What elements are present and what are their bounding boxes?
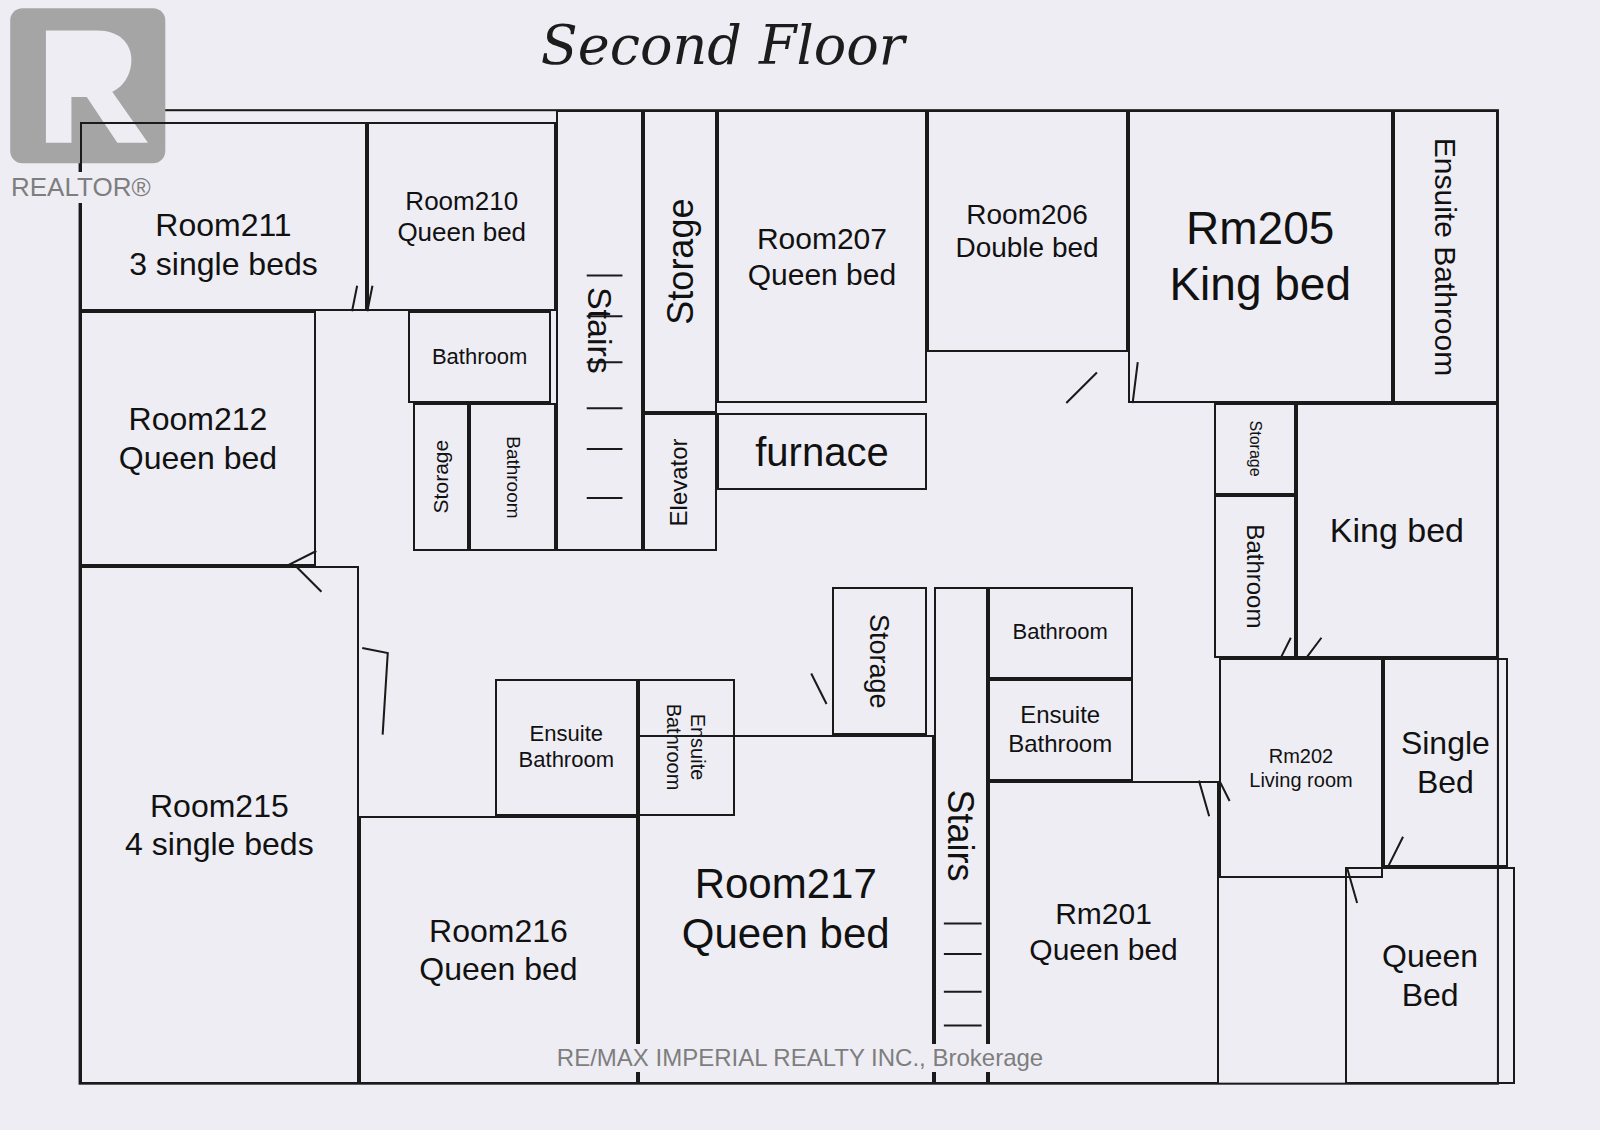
room-label: Double bed <box>955 231 1098 265</box>
room-label: Storage <box>1246 421 1265 477</box>
room-label: Stairs <box>579 287 620 374</box>
logo-square <box>10 8 165 163</box>
room-box: Ensuite Bathroom <box>638 679 735 817</box>
room-box: Storage <box>832 587 927 735</box>
room-box: Storage <box>1214 403 1296 495</box>
room-box: Room207Queen bed <box>717 110 926 403</box>
room-box: Bathroom <box>408 311 551 403</box>
plan-title: Second Floor <box>541 14 905 77</box>
rotated-text: Ensuite Bathroom <box>1427 117 1463 396</box>
room-label: Elevator <box>666 438 695 526</box>
room-box: King bed <box>1296 403 1498 658</box>
room-label: Queen bed <box>119 439 277 477</box>
room-label: Stairs <box>939 789 982 881</box>
room-box: Ensuite Bathroom <box>495 679 638 817</box>
room-box: Stairs <box>556 110 643 551</box>
room-label: 4 single beds <box>125 825 314 863</box>
room-box: Elevator <box>643 413 717 551</box>
room-label: Room215 <box>150 787 289 825</box>
building-outline <box>80 110 1498 1083</box>
rotated-text: Bathroom <box>1241 502 1270 651</box>
rotated-text: Storage <box>863 594 895 728</box>
room-box: Rm201Queen bed <box>988 781 1220 1084</box>
room-box: Ensuite Bathroom <box>1393 110 1498 403</box>
room-box: Stairs <box>934 587 988 1084</box>
room-label: Storage <box>429 440 454 514</box>
rotated-text: Stairs <box>939 594 982 1077</box>
room-label: King bed <box>1169 257 1351 312</box>
room-label: Room212 <box>129 400 268 438</box>
room-label: Bathroom <box>1013 619 1108 645</box>
room-box: furnace <box>717 413 926 490</box>
room-label: Queen bed <box>397 217 526 248</box>
room-label: 3 single beds <box>129 245 318 283</box>
room-label: Queen bed <box>1029 932 1177 968</box>
room-label: Queen Bed <box>1351 937 1509 1014</box>
rotated-text: Stairs <box>579 117 620 544</box>
door-swings <box>286 286 1403 903</box>
room-box: Room206Double bed <box>927 110 1128 352</box>
room-label: Ensuite Bathroom <box>994 701 1127 759</box>
room-label: Ensuite Bathroom <box>501 721 632 774</box>
watermark: REALTOR® <box>8 172 154 203</box>
room-label: furnace <box>755 428 888 476</box>
room-label: Living room <box>1249 768 1352 792</box>
room-label: Room206 <box>966 198 1087 232</box>
stair-treads <box>587 276 982 1026</box>
watermark: RE/MAX IMPERIAL REALTY INC., Brokerage <box>554 1044 1046 1072</box>
rotated-text: Bathroom <box>501 410 524 544</box>
room-label: Rm202 <box>1269 744 1333 768</box>
room-label: Queen bed <box>419 950 577 988</box>
rotated-text: Ensuite Bathroom <box>662 686 710 810</box>
room-label: Bathroom <box>1241 524 1270 628</box>
room-box: Storage <box>643 110 717 413</box>
room-label: Single Bed <box>1389 724 1503 801</box>
room-box: Room217Queen bed <box>638 735 934 1084</box>
room-box: Bathroom <box>469 403 556 551</box>
room-label: Rm201 <box>1055 896 1152 932</box>
rotated-text: Storage <box>658 117 701 406</box>
room-box: Queen Bed <box>1345 867 1515 1083</box>
room-label: Room216 <box>429 912 568 950</box>
room-box: Single Bed <box>1383 658 1509 867</box>
room-label: Room210 <box>405 186 518 217</box>
room-label: Storage <box>863 613 895 708</box>
rotated-text: Storage <box>1246 410 1265 488</box>
rotated-text: Storage <box>429 410 454 544</box>
room-label: Ensuite Bathroom <box>662 686 710 810</box>
room-label: King bed <box>1330 510 1464 551</box>
room-box: Rm205King bed <box>1128 110 1393 403</box>
room-label: Room211 <box>155 206 291 244</box>
room-label: Queen bed <box>748 257 896 293</box>
rotated-text: Elevator <box>666 420 695 544</box>
room-box: Bathroom <box>988 587 1133 679</box>
room-label: Room207 <box>757 221 887 257</box>
room-label: Bathroom <box>501 436 524 518</box>
room-box: Rm202Living room <box>1219 658 1382 877</box>
room-box: Room2154 single beds <box>80 566 360 1083</box>
logo-mark <box>46 31 148 143</box>
room-box: Bathroom <box>1214 495 1296 658</box>
room-label: Storage <box>658 199 701 325</box>
room-box: Ensuite Bathroom <box>988 679 1133 781</box>
room-label: Bathroom <box>432 344 527 370</box>
room-box: Storage <box>413 403 469 551</box>
room-label: Room217 <box>695 859 877 909</box>
room-label: Rm205 <box>1186 201 1334 256</box>
room-label: Queen bed <box>682 909 890 959</box>
room-label: Ensuite Bathroom <box>1427 137 1463 375</box>
room-box: Room2113 single beds <box>80 122 368 311</box>
room-box: Room210Queen bed <box>367 122 556 311</box>
room-box: Room212Queen bed <box>80 311 317 566</box>
